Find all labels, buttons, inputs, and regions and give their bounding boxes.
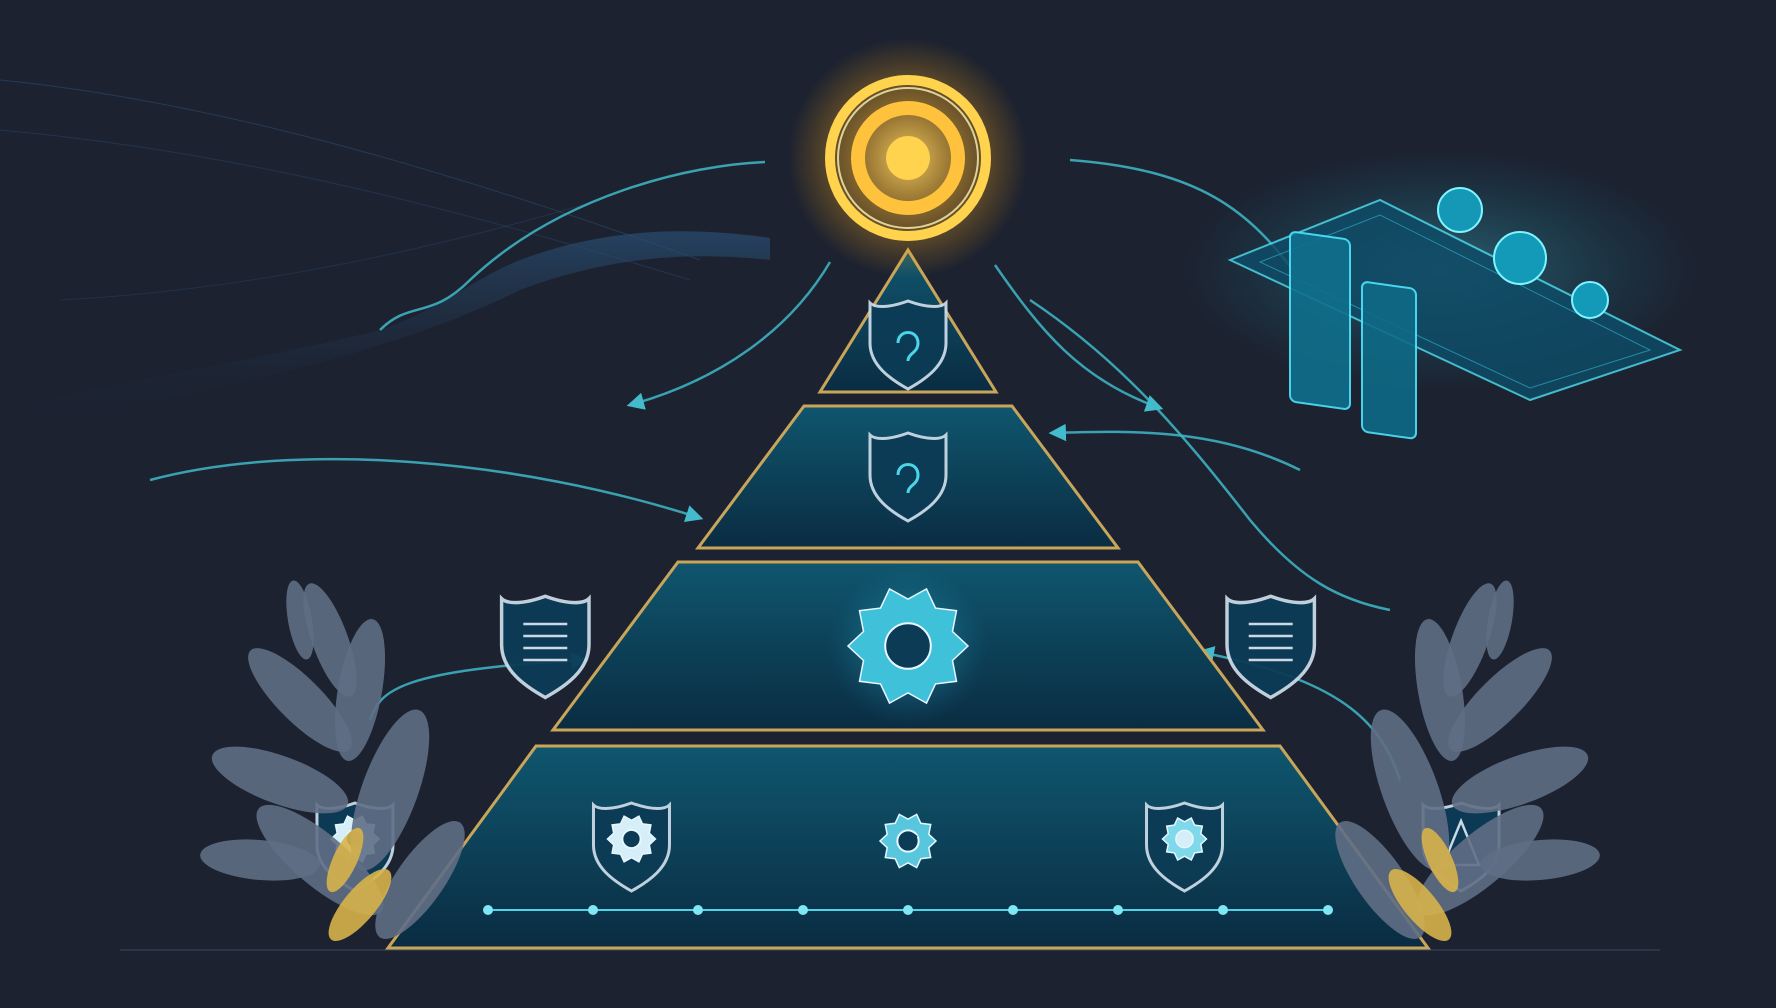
timeline-node <box>483 905 493 915</box>
flow-arrow <box>626 261 832 410</box>
leaf <box>328 869 392 941</box>
leaf <box>1448 648 1552 752</box>
leaf <box>375 821 465 939</box>
flow-arrows <box>149 158 1402 781</box>
decorative-leaves <box>200 580 1600 941</box>
timeline-node <box>693 905 703 915</box>
leaf <box>1414 618 1466 762</box>
pyramid-tier-2 <box>695 404 1121 550</box>
leaf <box>1480 839 1600 881</box>
flow-arrow <box>993 264 1164 412</box>
flow-arrow <box>149 457 704 523</box>
timeline-node <box>903 905 913 915</box>
leaf <box>256 804 384 916</box>
leaf <box>334 618 386 762</box>
gear-shield-icon <box>591 801 671 893</box>
pyramid-tier-1 <box>817 247 999 394</box>
leaf <box>200 839 320 881</box>
leaf <box>350 709 430 871</box>
shield-icon <box>868 299 948 391</box>
leaf <box>1421 827 1459 893</box>
leaf <box>326 827 364 893</box>
leaf <box>248 648 352 752</box>
timeline-node <box>1113 905 1123 915</box>
leaf <box>286 580 314 660</box>
timeline-node <box>588 905 598 915</box>
leaf <box>211 746 349 814</box>
leaf <box>1335 821 1425 939</box>
document-shield-icon <box>499 594 591 700</box>
flow-arrow <box>379 160 766 331</box>
leaf <box>1486 580 1514 660</box>
timeline-node <box>1218 905 1228 915</box>
target-shield-icon <box>1145 801 1225 893</box>
flow-arrow <box>1029 298 1391 612</box>
document-shield-icon <box>1225 594 1317 700</box>
background-data-wave <box>0 79 770 430</box>
gear-check-icon <box>878 813 938 869</box>
leaf <box>1451 746 1589 814</box>
flow-arrow <box>1048 423 1301 472</box>
pyramid-tier-3 <box>499 560 1317 732</box>
target-icon <box>788 38 1028 278</box>
gear-icon <box>828 566 988 726</box>
pyramid-tier-4 <box>315 744 1501 950</box>
dashboard-device-icon <box>1180 150 1700 440</box>
timeline-node <box>1008 905 1018 915</box>
timeline-node <box>1323 905 1333 915</box>
leaf <box>1388 869 1452 941</box>
shield-icon <box>868 431 948 523</box>
timeline-node <box>798 905 808 915</box>
